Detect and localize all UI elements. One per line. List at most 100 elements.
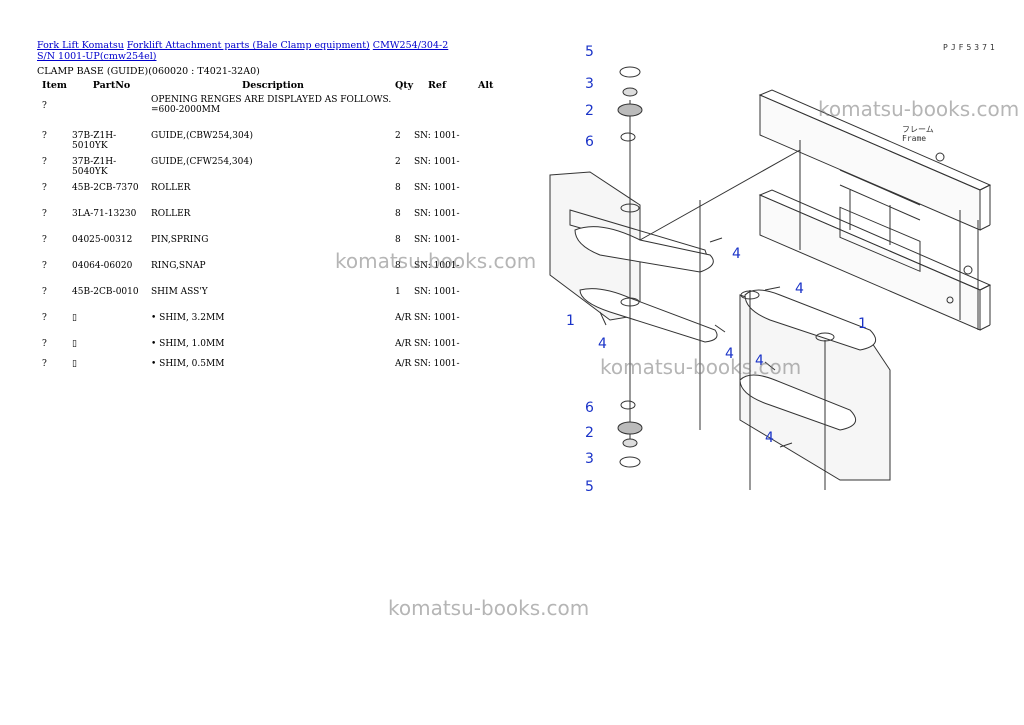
- table-row: ? 3LA-71-13230 ROLLER 8 SN: 1001-: [37, 209, 498, 235]
- callout-5-top: 5: [585, 44, 594, 60]
- cell-item: ?: [42, 131, 47, 141]
- table-row: ? 45B-2CB-7370 ROLLER 8 SN: 1001-: [37, 183, 498, 209]
- watermark: komatsu-books.com: [818, 97, 1020, 121]
- header-item: Item: [42, 79, 67, 91]
- cell-partno: 45B-2CB-0010: [72, 287, 139, 297]
- cell-ref: SN: 1001-: [414, 209, 460, 219]
- cell-description: SHIM ASS'Y: [151, 287, 208, 297]
- cell-ref: SN: 1001-: [414, 131, 460, 141]
- cell-description: OPENING RENGES ARE DISPLAYED AS FOLLOWS.…: [151, 95, 392, 115]
- cell-qty: 8: [395, 209, 401, 219]
- callout-4-f: 4: [765, 430, 774, 446]
- cell-partno: [72, 95, 151, 131]
- table-row: ? ▯ • SHIM, 1.0MM A/R SN: 1001-: [37, 339, 498, 359]
- screw-parts: [599, 237, 793, 448]
- callout-6-top: 6: [585, 134, 594, 150]
- cell-qty: [395, 95, 414, 131]
- roller-part: [617, 103, 643, 117]
- cell-qty: 1: [395, 287, 401, 297]
- cell-item: ?: [42, 339, 47, 349]
- cell-ref: [414, 95, 478, 131]
- cell-ref: SN: 1001-: [414, 359, 460, 369]
- cell-partno: 3LA-71-13230: [72, 209, 137, 219]
- callout-5-bottom: 5: [585, 479, 594, 495]
- cell-qty: A/R: [395, 313, 412, 323]
- cell-description: • SHIM, 1.0MM: [151, 339, 225, 349]
- cell-qty: 2: [395, 131, 401, 141]
- frame-label: Frame: [902, 134, 926, 143]
- watermark: komatsu-books.com: [335, 249, 537, 273]
- table-row: ? ▯ • SHIM, 0.5MM A/R SN: 1001-: [37, 359, 498, 379]
- callout-4-e: 4: [755, 353, 764, 369]
- page-subtitle: CLAMP BASE (GUIDE)(060020 : T4021-32A0): [37, 66, 260, 77]
- cell-qty: 8: [395, 235, 401, 245]
- header-ref: Ref: [428, 79, 447, 91]
- frame-drawing: フレーム Frame: [758, 89, 992, 331]
- cell-description: GUIDE,(CFW254,304): [151, 157, 253, 167]
- callout-2-bottom: 2: [585, 425, 594, 441]
- cell-item: ?: [42, 313, 47, 323]
- cell-ref: SN: 1001-: [414, 157, 460, 167]
- cell-partno: 04064-06020: [72, 261, 133, 271]
- header-description: Description: [242, 79, 304, 91]
- table-row: ? ▯ • SHIM, 3.2MM A/R SN: 1001-: [37, 313, 498, 339]
- cell-description: • SHIM, 0.5MM: [151, 359, 225, 369]
- header-qty: Qty: [395, 79, 414, 91]
- cell-item: ?: [42, 209, 47, 219]
- callout-4-d: 4: [725, 346, 734, 362]
- cell-partno: 37B-Z1H-5010YK: [72, 131, 117, 151]
- header-alt: Alt: [478, 79, 494, 91]
- cell-ref: SN: 1001-: [414, 339, 460, 349]
- cell-description: PIN,SPRING: [151, 235, 209, 245]
- cell-item: ?: [42, 183, 47, 193]
- cell-partno-placeholder-glyph: ▯: [72, 359, 77, 369]
- component-stack-top: [617, 66, 643, 142]
- callout-1-right: 1: [858, 316, 867, 332]
- left-guide-drawing: [549, 100, 718, 440]
- cell-item: ?: [42, 359, 47, 369]
- cell-description: • SHIM, 3.2MM: [151, 313, 225, 323]
- component-stack-bottom: [617, 400, 643, 468]
- breadcrumb-link-fork-lift[interactable]: Fork Lift Komatsu: [37, 40, 124, 51]
- watermark: komatsu-books.com: [600, 355, 802, 379]
- cell-qty: 8: [395, 183, 401, 193]
- cell-item: ?: [42, 101, 47, 111]
- cell-qty: A/R: [395, 339, 412, 349]
- cell-item: ?: [42, 157, 47, 167]
- cell-partno: 45B-2CB-7370: [72, 183, 139, 193]
- table-row: ? 37B-Z1H-5040YK GUIDE,(CFW254,304) 2 SN…: [37, 157, 498, 183]
- callout-3-top: 3: [585, 76, 594, 92]
- cell-item: ?: [42, 261, 47, 271]
- spring-pin-part: [622, 87, 638, 97]
- cell-item: ?: [42, 235, 47, 245]
- parts-diagram: フレーム Frame: [549, 44, 992, 495]
- callout-labels: 5 3 2 6 4 4 1 1 4 4 4 6 2 3 5 4: [566, 44, 867, 495]
- table-header-row: Item PartNo Description Qty Ref Alt: [37, 79, 498, 95]
- callout-3-bottom: 3: [585, 451, 594, 467]
- watermark: komatsu-books.com: [388, 596, 590, 620]
- breadcrumb-link-attachment-parts[interactable]: Forklift Attachment parts (Bale Clamp eq…: [126, 40, 370, 51]
- cell-partno-placeholder-glyph: ▯: [72, 339, 77, 349]
- cell-qty: 8: [395, 261, 401, 271]
- roller-small-part: [620, 132, 636, 142]
- snap-ring-part: [619, 66, 641, 78]
- header-partno: PartNo: [92, 79, 131, 91]
- cell-ref: SN: 1001-: [414, 287, 460, 297]
- cell-ref: SN: 1001-: [414, 313, 460, 323]
- cell-description: ROLLER: [151, 183, 191, 193]
- table-row: ? OPENING RENGES ARE DISPLAYED AS FOLLOW…: [37, 95, 498, 131]
- cell-partno: 04025-00312: [72, 235, 133, 245]
- table-row: ? 37B-Z1H-5010YK GUIDE,(CBW254,304) 2 SN…: [37, 131, 498, 157]
- cell-partno: 37B-Z1H-5040YK: [72, 157, 117, 177]
- cell-description: RING,SNAP: [151, 261, 206, 271]
- callout-1-left: 1: [566, 313, 575, 329]
- callout-6-bottom: 6: [585, 400, 594, 416]
- table-row: ? 04025-00312 PIN,SPRING 8 SN: 1001-: [37, 235, 498, 261]
- callout-4-c: 4: [598, 336, 607, 352]
- cell-ref: SN: 1001-: [414, 261, 460, 271]
- figure-code: PJF5371: [943, 43, 998, 52]
- cell-qty: A/R: [395, 359, 412, 369]
- cell-partno-placeholder-glyph: ▯: [72, 313, 77, 323]
- breadcrumb-link-model[interactable]: CMW254/304-2 S/N 1001-UP(cmw254el): [37, 40, 449, 62]
- cell-qty: 2: [395, 157, 401, 167]
